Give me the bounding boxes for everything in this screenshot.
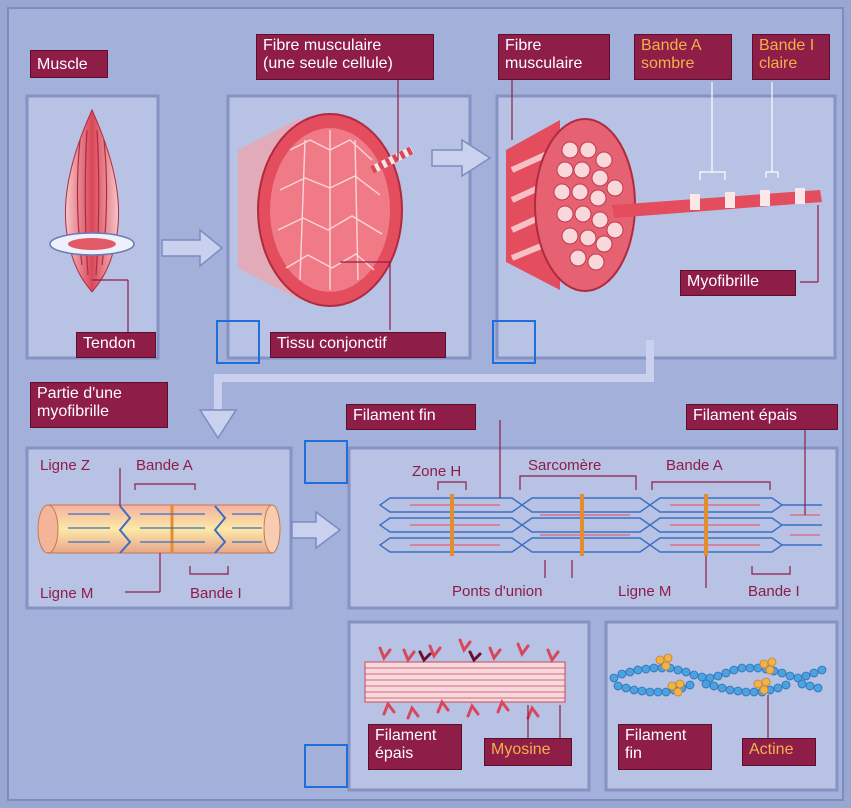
label-sarcomere: Sarcomère	[528, 457, 601, 474]
label-zone-h: Zone H	[412, 463, 461, 480]
label-partie-myofibrille: Partie d'une myofibrille	[30, 382, 168, 428]
label-filament-epais-bottom: Filament épais	[368, 724, 462, 770]
label-bande-i-claire: Bande I claire	[752, 34, 830, 80]
label-filament-epais-top: Filament épais	[686, 404, 838, 430]
label-tissu-conjonctif: Tissu conjonctif	[270, 332, 446, 358]
label-muscle: Muscle	[30, 50, 108, 78]
label-filament-fin-bottom: Filament fin	[618, 724, 712, 770]
marker-square-3	[304, 440, 348, 484]
label-bande-a-right: Bande A	[666, 457, 723, 474]
label-bande-i-right: Bande I	[748, 583, 800, 600]
label-ligne-z: Ligne Z	[40, 457, 90, 474]
label-ponts-union: Ponts d'union	[452, 583, 542, 600]
label-bande-i-left: Bande I	[190, 585, 242, 602]
label-bande-a-sombre: Bande A sombre	[634, 34, 732, 80]
label-ligne-m-left: Ligne M	[40, 585, 93, 602]
label-tendon: Tendon	[76, 332, 156, 358]
label-filament-fin-top: Filament fin	[346, 404, 476, 430]
marker-square-4	[304, 744, 348, 788]
label-fibre: Fibre musculaire	[498, 34, 610, 80]
label-bande-a-left: Bande A	[136, 457, 193, 474]
label-ligne-m-right: Ligne M	[618, 583, 671, 600]
label-myofibrille: Myofibrille	[680, 270, 796, 296]
marker-square-1	[216, 320, 260, 364]
label-myosine: Myosine	[484, 738, 572, 766]
label-actine: Actine	[742, 738, 816, 766]
label-fibre-cell: Fibre musculaire (une seule cellule)	[256, 34, 434, 80]
marker-square-2	[492, 320, 536, 364]
